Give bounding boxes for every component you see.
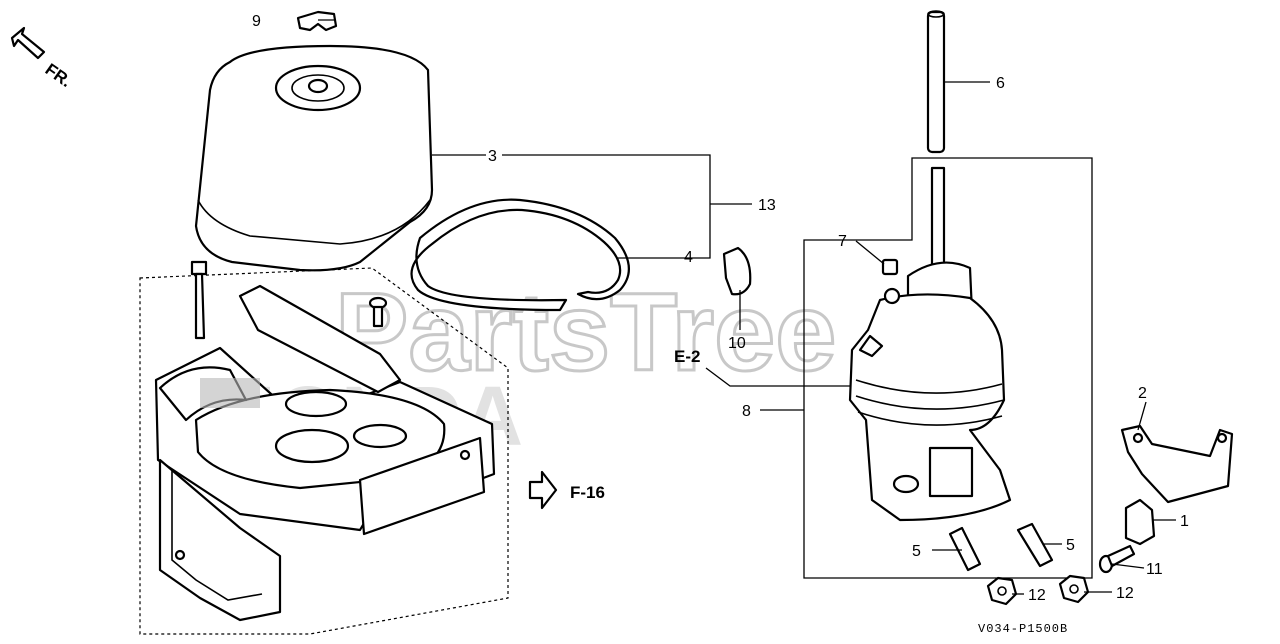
- leader-lines: [318, 19, 1176, 595]
- callout-4: 4: [684, 249, 693, 266]
- callout-5-right: 5: [1066, 537, 1075, 554]
- callout-9: 9: [252, 13, 261, 30]
- front-arrow-icon: [10, 26, 46, 60]
- part-5-hose-left[interactable]: [948, 526, 982, 572]
- drawing-code: V034-P1500B: [978, 622, 1068, 636]
- callout-5-left: 5: [912, 543, 921, 560]
- part-6-breather-tube[interactable]: [926, 10, 946, 154]
- callout-3: 3: [488, 148, 497, 165]
- part-12-nut-right[interactable]: [1058, 574, 1090, 604]
- part-1-clamp[interactable]: [1124, 498, 1156, 546]
- part-11-bolt[interactable]: [1098, 544, 1136, 574]
- direction-label: FR.: [42, 60, 75, 91]
- part-8-assembly-outline: [803, 157, 1093, 579]
- part-4-gasket[interactable]: [410, 198, 630, 312]
- part-10-grommet[interactable]: [722, 246, 752, 296]
- callout-2: 2: [1138, 385, 1147, 402]
- part-9-clip[interactable]: [296, 10, 338, 32]
- part-3-air-cleaner-cover[interactable]: [194, 44, 434, 272]
- callout-8: 8: [742, 403, 751, 420]
- part-2-bracket[interactable]: [1120, 424, 1234, 504]
- callout-10: 10: [728, 335, 746, 352]
- callout-labels: 9 3 13 4 6 7 10 8 2 1 5 5 11 12 12: [252, 13, 1189, 604]
- part-7-cap[interactable]: [881, 258, 899, 276]
- ref-e2-label: E-2: [674, 347, 700, 366]
- part-lower-case[interactable]: [154, 284, 496, 622]
- reference-labels: E-2 F-16: [570, 347, 700, 502]
- front-direction-indicator: FR.: [10, 26, 75, 91]
- ref-f16-label: F-16: [570, 483, 605, 502]
- housing-screw[interactable]: [368, 296, 388, 328]
- lower-housing-assembly: [139, 267, 509, 635]
- ref-f16-arrow-icon: [528, 470, 558, 510]
- part-12-nut-left[interactable]: [986, 576, 1018, 606]
- callout-11: 11: [1146, 561, 1163, 578]
- housing-bolt[interactable]: [190, 260, 208, 340]
- callout-12-left: 12: [1028, 587, 1046, 604]
- callout-1: 1: [1180, 513, 1189, 530]
- callout-6: 6: [996, 75, 1005, 92]
- callout-13: 13: [758, 197, 776, 214]
- callout-7: 7: [838, 233, 847, 250]
- callout-12-right: 12: [1116, 585, 1134, 602]
- part-5-hose-right[interactable]: [1016, 522, 1054, 568]
- part-8-housing[interactable]: [848, 166, 1012, 522]
